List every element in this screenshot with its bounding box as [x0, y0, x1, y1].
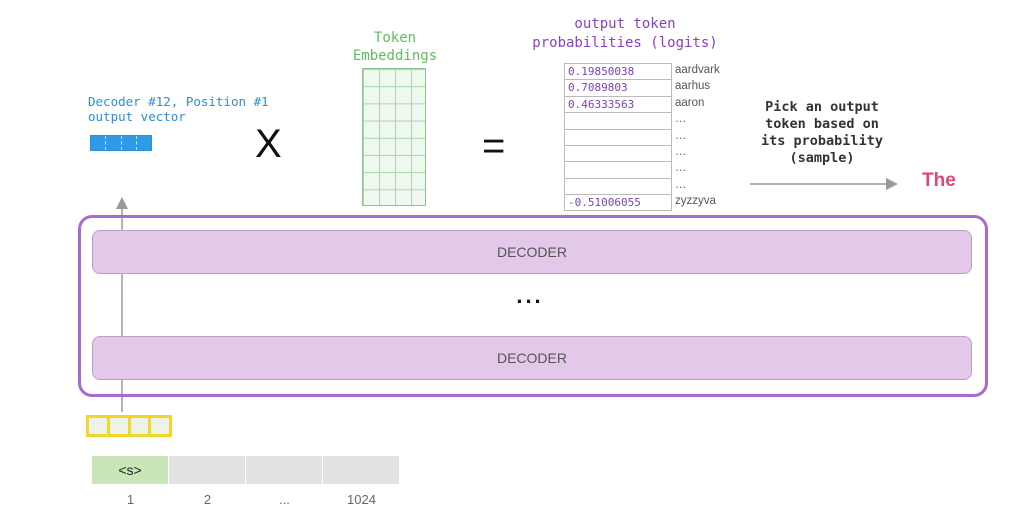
logit-cell	[564, 161, 672, 178]
embeddings-label: Token Embeddings	[340, 29, 450, 65]
logits-table: 0.19850038 0.7089803 0.46333563 -0.51006…	[564, 63, 672, 211]
embeddings-matrix	[362, 68, 426, 206]
logit-cell	[564, 144, 672, 162]
vocab-word: zyzzyva	[675, 195, 716, 208]
decoder-output-caption: Decoder #12, Position #1 output vector	[88, 94, 269, 124]
vocab-word: aardvark	[675, 64, 720, 76]
output-word: The	[922, 170, 956, 191]
logit-cell: 0.19850038	[564, 63, 672, 80]
vocab-word: …	[675, 145, 687, 158]
logit-cell: 0.7089803	[564, 79, 672, 96]
position-label: 1024	[347, 492, 376, 507]
position-label: 2	[203, 492, 212, 507]
pick-instruction: Pick an output token based on its probab…	[742, 99, 902, 167]
caption-line1: Decoder #12, Position #1	[88, 94, 269, 109]
decoder-block-bottom: DECODER	[92, 336, 972, 380]
vocab-word: …	[675, 129, 687, 142]
input-vector	[86, 415, 172, 437]
logit-cell: -0.51006055	[564, 194, 672, 211]
vocab-word: aaron	[675, 96, 705, 109]
probabilities-label-line1: output token	[574, 16, 676, 32]
vocab-word: …	[675, 178, 687, 191]
probabilities-label-line2: probabilities (logits)	[532, 35, 718, 51]
decoder-stack	[78, 215, 988, 397]
pick-line2: token based on	[765, 116, 879, 132]
token-cell: <s>	[92, 456, 168, 484]
pick-line1: Pick an output	[765, 99, 879, 115]
logit-cell	[564, 112, 672, 129]
vocab-word: …	[675, 113, 687, 126]
position-label: ...	[279, 492, 290, 507]
token-cell	[323, 456, 399, 484]
position-labels: 1 2 ... 1024	[92, 492, 400, 507]
logit-cell: 0.46333563	[564, 95, 672, 113]
pick-line3: its probability	[761, 133, 883, 149]
token-cell	[246, 456, 322, 484]
logit-cell	[564, 177, 672, 195]
vocab-column: aardvark aarhus aaron … … … … … zyzzyva	[675, 63, 720, 211]
logit-cell	[564, 128, 672, 145]
decoder-block-top: DECODER	[92, 230, 972, 274]
embeddings-label-line1: Token	[373, 30, 417, 46]
position-label: 1	[126, 492, 135, 507]
probabilities-label: output token probabilities (logits)	[515, 15, 735, 53]
embeddings-label-line2: Embeddings	[352, 48, 438, 64]
token-sequence: <s>	[92, 456, 400, 484]
output-vector	[90, 135, 152, 151]
vocab-word: …	[675, 162, 687, 175]
caption-line2: output vector	[88, 109, 186, 124]
multiply-sign: X	[255, 122, 282, 166]
pick-line4: (sample)	[789, 150, 855, 166]
token-cell	[169, 456, 245, 484]
ellipsis: ...	[516, 283, 544, 308]
vocab-word: aarhus	[675, 80, 711, 93]
equals-sign: =	[482, 124, 506, 168]
